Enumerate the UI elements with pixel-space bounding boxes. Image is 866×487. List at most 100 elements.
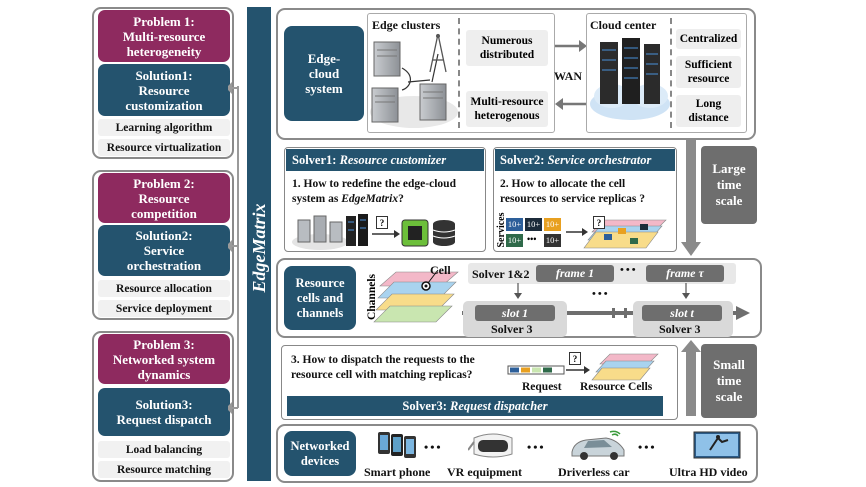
edge-cloud-label-1: Edge- (307, 51, 341, 66)
frame-1: frame 1 (536, 265, 614, 282)
edge-tag-numerous-1: Numerous (481, 35, 533, 47)
solver3-label-a: Solver 3 (491, 322, 533, 336)
solution-1-item-2: Resource virtualization (98, 139, 230, 156)
edge-servers-illustration (370, 33, 458, 128)
solver2-question-box: ? (593, 216, 605, 229)
solver3-bar: Solver3: Request dispatcher (287, 396, 663, 416)
edge-cloud-label-3: system (305, 81, 343, 96)
solver3-label-b: Solver 3 (659, 322, 701, 336)
solver2-question-line2: resources to service replicas ? (500, 193, 645, 205)
solver2-illustration (566, 219, 667, 249)
dispatch-question-box: ? (569, 352, 581, 365)
request-label: Request (522, 381, 562, 393)
cloud-tag-sufficient: Sufficient resource (676, 56, 741, 88)
device-label-car: Driverless car (558, 465, 630, 479)
edge-tag-heterogenous-1: Multi-resource (470, 96, 544, 108)
problem-1-title: Problem 1: (133, 13, 195, 29)
edge-cloud-label-2: cloud (308, 66, 340, 81)
edge-cloud-label: Edge- cloud system (284, 26, 364, 121)
dispatch-question-line2: resource cell with matching replicas? (291, 369, 473, 381)
cell-label: Cell (430, 263, 451, 277)
cloud-tag-sufficient-1: Sufficient (684, 59, 733, 71)
cloud-tag-distance-2: distance (688, 112, 729, 124)
problem-1-line2: heterogeneity (126, 43, 202, 59)
solver1-q2-prefix: system as (292, 193, 342, 205)
small-scale-2: time (716, 373, 742, 388)
problem-2-line2: competition (131, 205, 197, 221)
slot-t: slot t (642, 305, 722, 321)
problem-3-line2: dynamics (137, 366, 191, 382)
resource-cells-label: Resource cells and channels (284, 266, 356, 330)
dispatch-box (281, 345, 678, 420)
solver1-box (284, 147, 486, 252)
edgematrix-title: EdgeMatrix (249, 203, 269, 293)
frame-tau: frame τ (646, 265, 724, 282)
cloud-center-label: Cloud center (590, 18, 657, 32)
replica-tag-5: 10+ (544, 234, 561, 247)
problem-1-line1: Multi-resource (122, 28, 206, 44)
solution-3-item-2: Resource matching (98, 461, 230, 478)
cloud-divider (670, 18, 672, 128)
problem-2-box: Problem 2: Resource competition (98, 173, 230, 223)
solution-1-box: Solution1: Resource customization (98, 64, 230, 116)
large-time-scale: Large time scale (701, 146, 757, 224)
solver1-title-prefix: Solver1: (292, 152, 340, 167)
wan-arrows (555, 40, 587, 110)
replica-tag-dots: ••• (527, 234, 537, 244)
resource-cells-label-3: channels (296, 305, 344, 320)
devices-label-2: devices (300, 453, 340, 468)
small-scale-arrow (681, 340, 701, 416)
device-label-vr: VR equipment (447, 465, 523, 479)
frame-to-slot-arrows (514, 283, 690, 299)
solver1-illustration (292, 214, 456, 250)
channels-illustration (373, 269, 459, 323)
solution-1-title: Solution1: (135, 67, 193, 83)
solver2-box (493, 147, 677, 252)
solution-3-title: Solution3: (135, 397, 193, 412)
edge-tag-numerous-2: distributed (479, 49, 535, 61)
large-scale-arrow (681, 138, 701, 256)
device-label-uhd: Ultra HD video (669, 465, 748, 479)
problem-3-box: Problem 3: Networked system dynamics (98, 334, 230, 384)
small-time-scale: Small time scale (701, 344, 757, 418)
solver12-label-front: Solver 1&2 (472, 267, 530, 281)
solver2-title-name: Service orchestrator (547, 152, 652, 167)
problem-3-line1: Networked system (112, 351, 216, 367)
solution-2-title: Solution2: (135, 228, 193, 243)
problem-2-title: Problem 2: (133, 175, 195, 191)
solution-3-line1: Request dispatch (116, 412, 212, 427)
devices-panel (276, 424, 758, 483)
solver1-question-line2: system as EdgeMatrix? (292, 193, 404, 205)
solution-2-item-2: Service deployment (98, 300, 230, 317)
edge-divider (458, 18, 460, 128)
smartphone-icon (378, 432, 416, 458)
devices-label-1: Networked (290, 438, 350, 453)
device-dots-3: ••• (638, 440, 657, 454)
cloud-tag-distance: Long distance (676, 95, 741, 127)
replica-tag-3: 10+ (544, 218, 561, 231)
solver3-prefix: Solver3: (402, 398, 450, 413)
device-dots-2: ••• (527, 440, 546, 454)
edge-tag-heterogenous-2: heterogenous (474, 110, 540, 122)
resource-cells-label-small: Resource Cells (580, 381, 653, 393)
solution-1-item-1: Learning algorithm (98, 119, 230, 136)
vr-equipment-icon (468, 433, 513, 458)
solver1-question-line1: 1. How to redefine the edge-cloud (292, 178, 456, 190)
solution-2-box: Solution2: Service orchestration (98, 225, 230, 276)
edge-tag-numerous: Numerous distributed (466, 30, 548, 66)
problem-1-box: Problem 1: Multi-resource heterogeneity (98, 10, 230, 62)
replica-tag-2: 10+ (525, 218, 542, 231)
devices-label: Networked devices (284, 431, 356, 476)
left-connector-arrows (228, 82, 239, 414)
large-scale-1: Large (712, 161, 746, 176)
solver1-q2-em: EdgeMatrix (341, 193, 399, 205)
slot-1: slot 1 (475, 305, 555, 321)
resource-cells-label-2: cells and (296, 290, 344, 305)
small-scale-1: Small (713, 357, 745, 372)
solver1-title-bar: Solver1: Resource customizer (286, 149, 484, 171)
large-scale-2: time (716, 177, 742, 192)
small-scale-3: scale (715, 389, 743, 404)
problem-2-line1: Resource (138, 190, 190, 206)
cloud-tag-centralized-1: Centralized (679, 33, 738, 45)
solution-3-item-1: Load balancing (98, 441, 230, 458)
